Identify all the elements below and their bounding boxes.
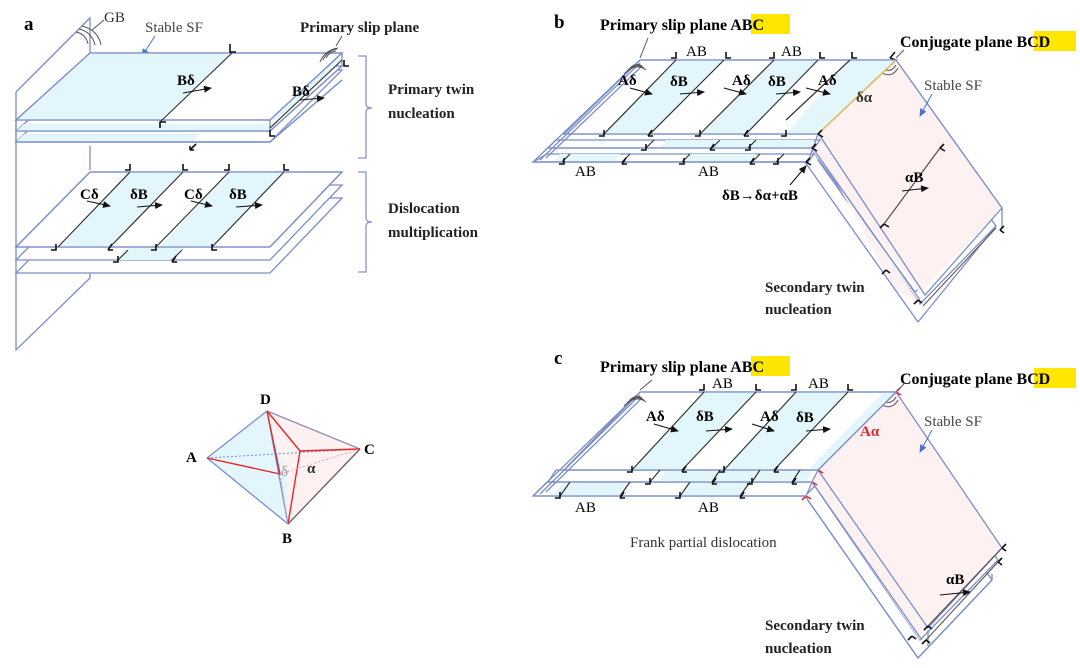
panel-c: c Primary slip plane ABC Conjugate plane…	[531, 348, 1076, 660]
ab-top-c-1: AB	[712, 376, 733, 392]
secondary-twin-b-2: nucleation	[765, 302, 832, 318]
burgers-c-4: δB	[796, 410, 814, 426]
brace-dislocation	[358, 171, 373, 273]
stable-sf-label-c: Stable SF	[924, 414, 982, 430]
burgers-deltab-2: δB	[229, 187, 247, 203]
gb-contour-icon	[75, 25, 102, 46]
secondary-twin-c-2: nucleation	[765, 641, 832, 657]
burgers-c-2: δB	[696, 409, 714, 425]
burgers-deltab-1: δB	[130, 187, 148, 203]
primary-highlight-b: ABC	[730, 17, 764, 34]
secondary-twin-b-1: Secondary twin	[765, 280, 865, 296]
burgers-cdelta-1: Cδ	[80, 187, 99, 203]
brace-primary-twin	[358, 55, 373, 159]
thompson-tetrahedron	[206, 410, 361, 525]
burgers-b-1: Aδ	[618, 73, 637, 89]
conjugate-highlight-b: BCD	[1016, 34, 1050, 51]
primary-twin-stack	[14, 35, 349, 151]
delta-alpha-label: δα	[856, 90, 873, 106]
vertex-a: A	[186, 450, 197, 466]
primary-slip-plane-label-a: Primary slip plane	[300, 20, 420, 36]
secondary-twin-c-1: Secondary twin	[765, 618, 865, 634]
primary-prefix-c: Primary slip plane	[600, 359, 730, 376]
conjugate-plane-title-b: Conjugate plane BCD	[900, 31, 1076, 51]
panel-a: a GB Stable SF Primary slip plane	[14, 10, 479, 352]
primary-twin-label-1: Primary twin	[388, 82, 475, 98]
panel-b: b Primary slip plane ABC Conjugate plane…	[530, 12, 1076, 323]
ab-top-c-2: AB	[808, 376, 829, 392]
ab-bottom-c-2: AB	[698, 500, 719, 516]
conjugate-plane-title-c: Conjugate plane BCD	[900, 368, 1076, 388]
conjugate-plane-c	[801, 383, 1007, 660]
dislocation-multiplication-stack	[14, 164, 344, 274]
reaction-label: δB→δα+αB	[722, 188, 798, 204]
conjugate-plane-b	[804, 49, 1005, 323]
vertex-d: D	[260, 392, 271, 408]
svg-text:Conjugate plane BCD: Conjugate plane BCD	[900, 34, 1050, 51]
burgers-bdelta-1: Bδ	[177, 73, 195, 89]
grain-boundary-plane	[15, 16, 105, 352]
primary-highlight-c: ABC	[730, 359, 764, 376]
conjugate-prefix-b: Conjugate plane	[900, 34, 1016, 51]
slip-contour-icon	[319, 47, 339, 63]
panel-b-label: b	[554, 12, 565, 33]
alpha-b-label-c: αB	[946, 572, 964, 588]
ab-bottom-b-1: AB	[575, 164, 596, 180]
svg-text:Primary slip plane ABC: Primary slip plane ABC	[600, 17, 764, 34]
a-alpha-label: Aα	[860, 424, 880, 440]
primary-slip-stack-c	[531, 379, 898, 499]
conjugate-highlight-c: BCD	[1016, 371, 1050, 388]
ab-bottom-c-1: AB	[575, 500, 596, 516]
primary-twin-label-2: nucleation	[388, 106, 455, 122]
ab-top-b-2: AB	[781, 44, 802, 60]
panel-a-label: a	[24, 14, 34, 35]
burgers-bdelta-2: Bδ	[292, 84, 310, 100]
burgers-b-2: δB	[670, 74, 688, 90]
frank-partial-label: Frank partial dislocation	[630, 535, 777, 551]
burgers-cdelta-2: Cδ	[184, 187, 203, 203]
primary-contour-icon-c	[623, 395, 647, 407]
delta-point-label: δ	[281, 464, 288, 480]
ab-top-b-1: AB	[686, 44, 707, 60]
alpha-b-label-b: αB	[905, 170, 923, 186]
burgers-c-1: Aδ	[646, 409, 665, 425]
burgers-b-5: Aδ	[818, 73, 837, 89]
ab-bottom-b-2: AB	[698, 164, 719, 180]
burgers-b-3: Aδ	[732, 73, 751, 89]
burgers-c-3: Aδ	[760, 409, 779, 425]
primary-contour-icon-b	[623, 63, 647, 75]
primary-slip-plane-title-b: Primary slip plane ABC	[600, 14, 790, 34]
stable-sf-label-a: Stable SF	[145, 20, 203, 36]
stable-sf-label-b: Stable SF	[924, 78, 982, 94]
gb-label: GB	[104, 10, 125, 26]
vertex-c: C	[364, 442, 375, 458]
panel-c-label: c	[554, 348, 562, 369]
svg-text:Conjugate plane BCD: Conjugate plane BCD	[900, 371, 1050, 388]
alpha-point-label: α	[307, 461, 316, 477]
primary-slip-plane-title-c: Primary slip plane ABC	[600, 356, 790, 376]
conjugate-prefix-c: Conjugate plane	[900, 371, 1016, 388]
dislocation-label-1: Dislocation	[388, 201, 460, 217]
primary-prefix-b: Primary slip plane	[600, 17, 730, 34]
dislocation-label-2: multiplication	[388, 225, 479, 241]
svg-text:Primary slip plane ABC: Primary slip plane ABC	[600, 359, 764, 376]
vertex-b: B	[282, 531, 292, 547]
primary-slip-stack-b	[530, 37, 898, 166]
burgers-b-4: δB	[768, 74, 786, 90]
